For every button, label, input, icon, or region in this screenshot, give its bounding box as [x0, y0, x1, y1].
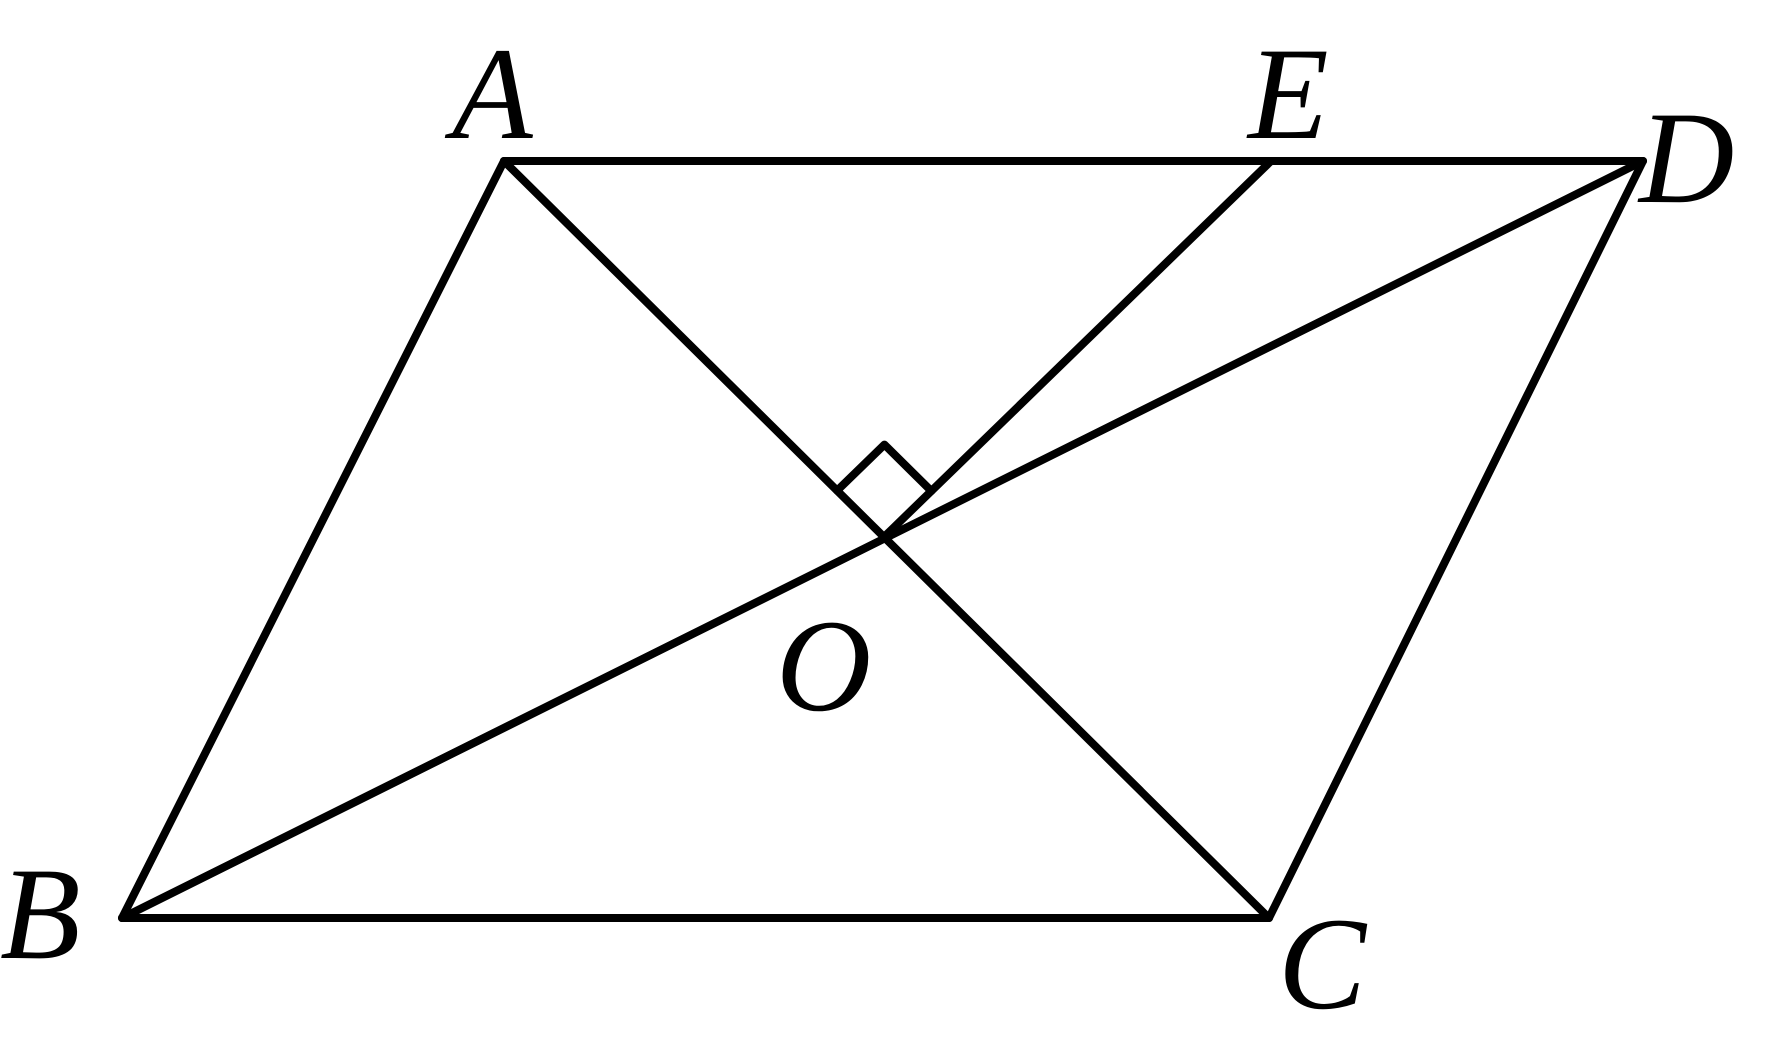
point-label-o: O: [776, 592, 871, 739]
segment-cd: [1265, 157, 1647, 922]
right-angle-marker: [833, 440, 936, 496]
segment-ab: [118, 157, 508, 922]
segments-layer: [118, 157, 1647, 922]
point-label-c: C: [1278, 890, 1368, 1037]
labels-layer: A E D B C O: [0, 20, 1734, 1037]
segment-eo: [880, 157, 1275, 541]
point-label-d: D: [1637, 84, 1734, 231]
marks-layer: [833, 440, 936, 496]
point-label-a: A: [444, 20, 534, 167]
point-label-e: E: [1246, 20, 1329, 167]
point-label-b: B: [0, 840, 81, 987]
